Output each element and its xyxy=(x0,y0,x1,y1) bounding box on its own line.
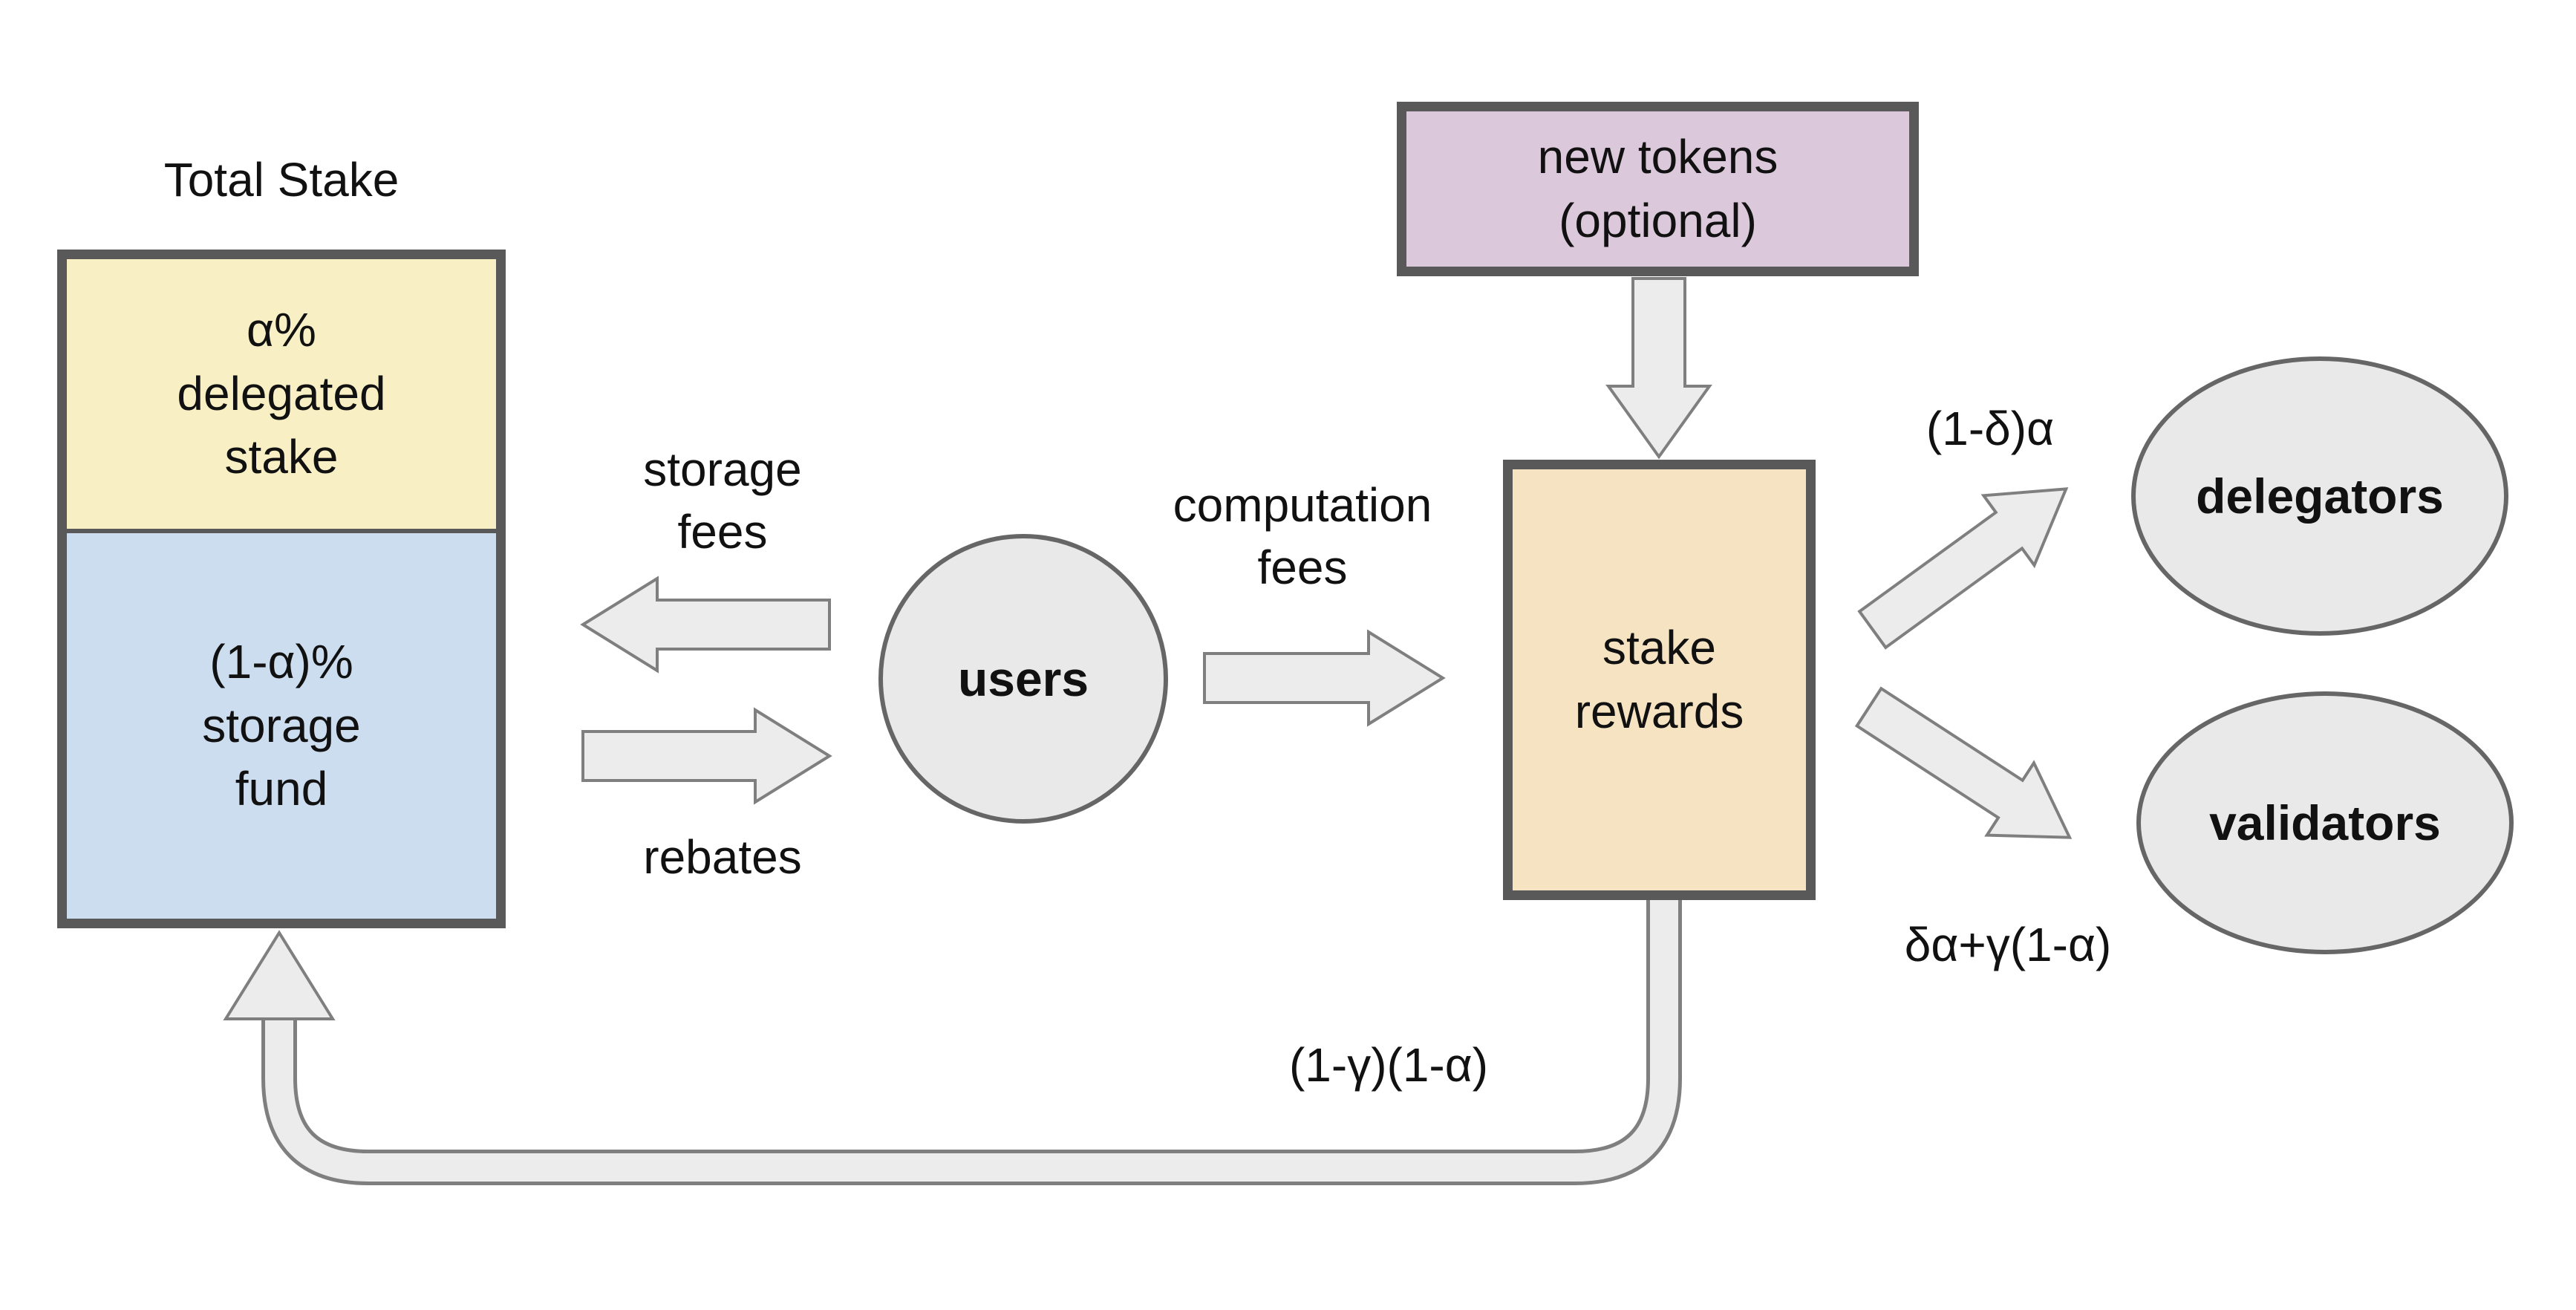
delegated-stake-label: α% delegated stake xyxy=(177,302,386,484)
storage-fees-arrow-icon xyxy=(580,576,831,674)
delegators-label: delegators xyxy=(2196,469,2444,524)
new-tokens-arrow-icon xyxy=(1605,277,1712,460)
total-stake-box: α% delegated stake (1-α)% storage fund xyxy=(57,250,506,928)
users-node: users xyxy=(878,534,1168,824)
storage-fees-label: storage fees xyxy=(643,443,802,559)
to-delegators-arrow-icon xyxy=(1857,487,2069,650)
validators-node: validators xyxy=(2136,691,2514,954)
storage-fund-segment: (1-α)% storage fund xyxy=(67,532,496,919)
storage-fund-label: (1-α)% storage fund xyxy=(202,634,361,816)
validators-label: validators xyxy=(2209,795,2441,850)
stake-rewards-node: stake rewards xyxy=(1503,460,1816,900)
delegators-node: delegators xyxy=(2131,356,2508,636)
to-delegators-formula: (1-δ)α xyxy=(1926,402,2055,455)
rebates-label: rebates xyxy=(643,830,802,884)
storage-return-pipe xyxy=(265,895,1678,1182)
new-tokens-node: new tokens (optional) xyxy=(1397,102,1919,276)
to-storage-fund-formula: (1-γ)(1-α) xyxy=(1288,1038,1489,1092)
computation-fees-label: computation fees xyxy=(1173,478,1432,595)
to-validators-formula: δα+γ(1-α) xyxy=(1904,918,2112,971)
storage-return-arrowhead-icon xyxy=(223,930,336,1020)
storage-return-pipe-outline xyxy=(261,895,1682,1185)
stake-rewards-label: stake rewards xyxy=(1574,620,1744,738)
new-tokens-label: new tokens (optional) xyxy=(1537,129,1778,247)
delegated-stake-segment: α% delegated stake xyxy=(67,259,496,533)
rebates-arrow-icon xyxy=(581,707,832,805)
computation-fees-arrow-icon xyxy=(1203,629,1446,727)
to-validators-arrow-icon xyxy=(1854,686,2073,839)
users-label: users xyxy=(957,651,1089,706)
total-stake-title: Total Stake xyxy=(163,153,400,206)
